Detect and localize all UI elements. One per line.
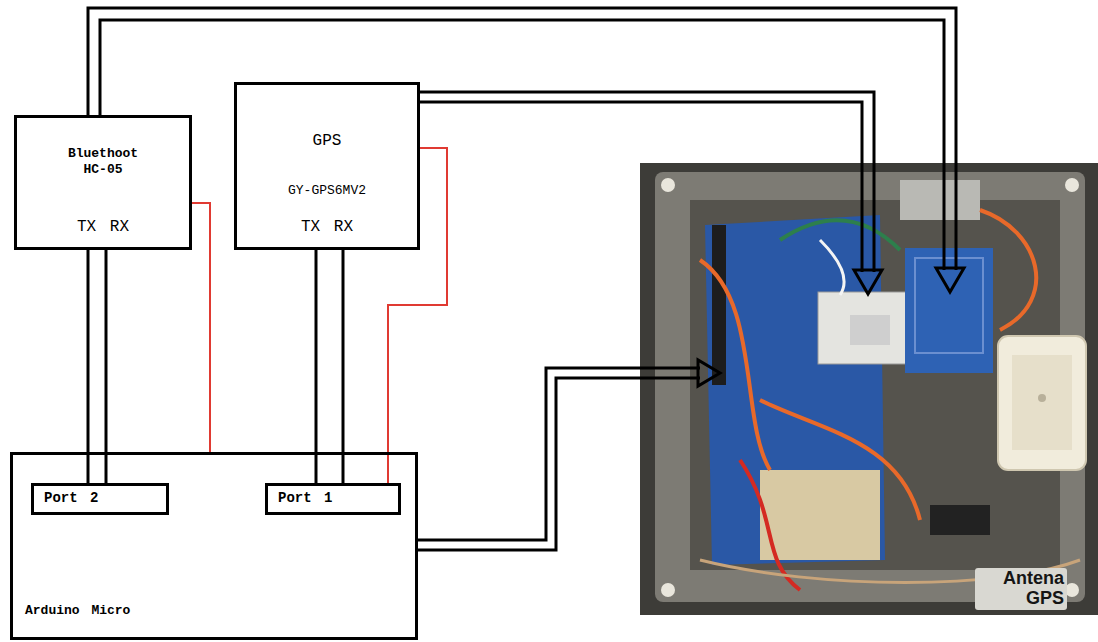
photo-part: [705, 215, 885, 565]
wire-line: [87, 250, 90, 483]
pointer-arrows: [88, 8, 964, 550]
photo-part: [661, 583, 675, 597]
power-wire: [192, 203, 210, 452]
hardware-photo: [640, 163, 1098, 615]
wire-line: [192, 203, 210, 452]
photo-part: [780, 220, 900, 250]
photo-part: [700, 260, 770, 470]
photo-part: [420, 102, 862, 272]
photo-part: [712, 225, 726, 385]
photo-part: [850, 315, 890, 345]
box-text: Bluethoot HC-05: [58, 146, 148, 177]
photo-part: [1012, 355, 1072, 450]
box-text: Arduino Micro: [25, 603, 130, 619]
photo-part: [418, 378, 700, 550]
signal-wire-pair: [316, 250, 343, 483]
photo-part: [1065, 178, 1079, 192]
photo-part: [818, 292, 910, 364]
photo-part: [418, 368, 700, 540]
photo-part: [760, 470, 880, 560]
photo-part: [854, 270, 882, 294]
box-text: GPS: [313, 132, 342, 151]
wire-line: [105, 250, 108, 483]
photo-part: [930, 505, 990, 535]
photo-part: [698, 360, 720, 386]
box-text: TX RX: [301, 218, 353, 237]
photo-part: [420, 92, 874, 272]
photo-part: [655, 172, 1085, 602]
photo-part: [980, 210, 1036, 330]
photo-part: [936, 268, 964, 292]
part-label: Antena GPS: [975, 568, 1067, 610]
photo-part: [88, 8, 956, 270]
port-box: Port 1: [265, 483, 401, 515]
signal-wire-pair: [88, 250, 106, 483]
photo-part: [100, 20, 944, 270]
photo-part: [915, 258, 983, 353]
photo-part: [900, 180, 980, 220]
photo-part: [640, 163, 1098, 615]
wire-line: [315, 250, 318, 483]
port-box: Port 2: [31, 483, 169, 515]
module-box: Bluethoot HC-05 TX RX: [14, 115, 192, 250]
wire-line: [342, 250, 345, 483]
board-box: Arduino Micro Port 2 Port 1: [10, 452, 418, 640]
box-text: Port 1: [278, 490, 332, 507]
box-text: TX RX: [77, 218, 129, 237]
photo-part: [820, 240, 844, 295]
box-text: Port 2: [44, 490, 98, 507]
photo-part: [661, 178, 675, 192]
photo-part: [998, 336, 1086, 470]
photo-part: [905, 248, 993, 373]
photo-part: [1065, 583, 1079, 597]
box-text: GY-GPS6MV2: [288, 183, 366, 199]
module-box: GPS GY-GPS6MV2 TX RX: [234, 82, 420, 250]
photo-part: [760, 400, 920, 520]
photo-part: [1038, 394, 1046, 402]
